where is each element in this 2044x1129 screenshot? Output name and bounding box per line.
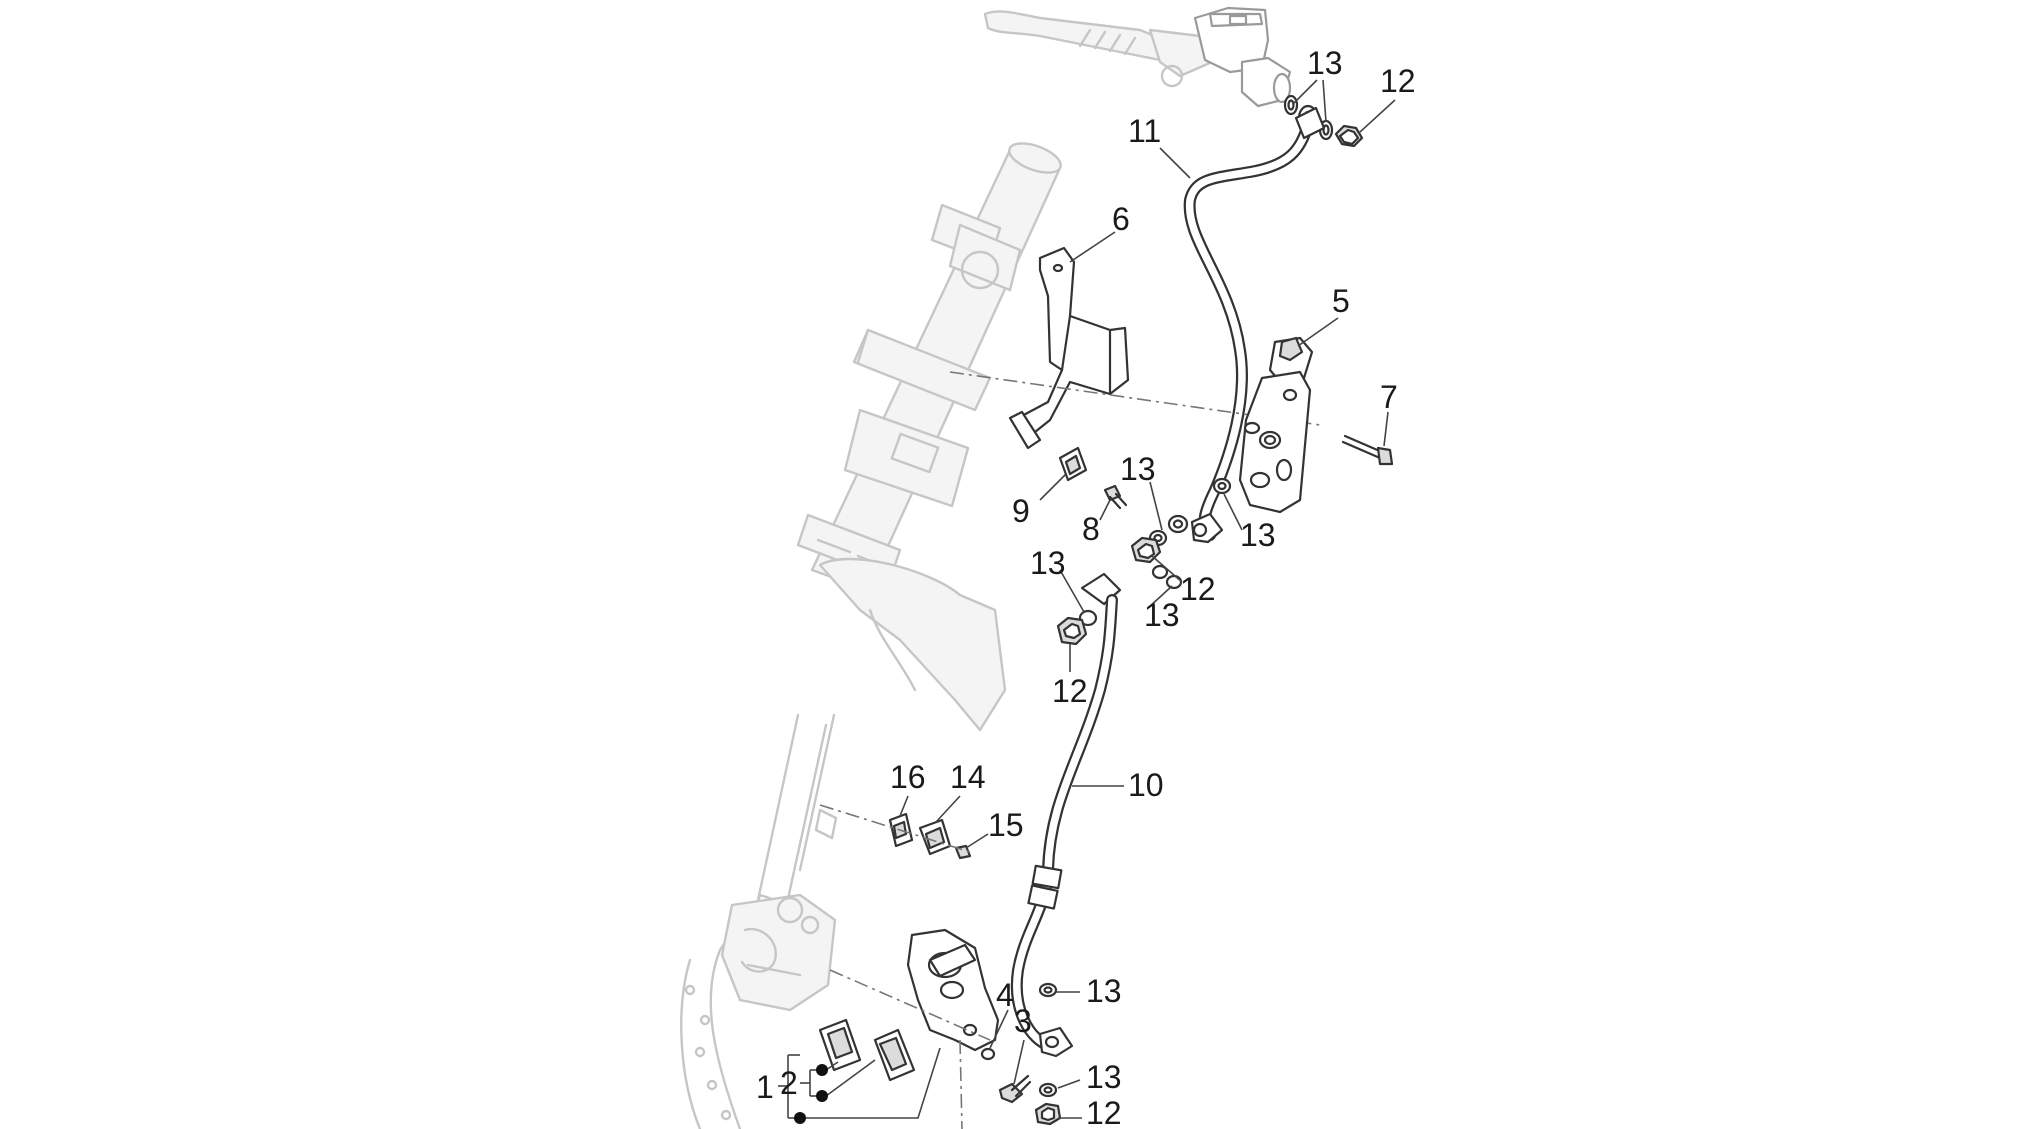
leader-lines <box>778 79 1396 1119</box>
reference-dots <box>794 1064 828 1124</box>
ghost-steering-tube <box>796 142 1062 732</box>
clip-nut <box>1058 446 1088 482</box>
lower-brake-hose <box>1010 572 1122 1052</box>
brake-caliper <box>906 928 1000 1052</box>
banjo-washer-mid-4 <box>1151 564 1169 580</box>
callout-13-right: 13 <box>1240 517 1276 553</box>
callout-12-top: 12 <box>1380 63 1416 99</box>
brake-pads <box>818 1018 916 1082</box>
callout-2: 2 <box>780 1065 798 1101</box>
callout-5: 5 <box>1332 283 1350 319</box>
callout-4: 4 <box>996 977 1014 1013</box>
front-brake-master-cylinder <box>1193 6 1292 108</box>
banjo-washer-top-1 <box>1283 94 1299 116</box>
brake-distributor <box>1238 336 1314 514</box>
callout-1: 1 <box>756 1069 774 1105</box>
banjo-washer-mid-5 <box>1165 574 1183 590</box>
callout-7: 7 <box>1380 379 1398 415</box>
callout-15: 15 <box>988 807 1024 843</box>
callout-9: 9 <box>1012 493 1030 529</box>
banjo-bolt-lower-2 <box>1034 1102 1062 1126</box>
banjo-washer-lower-2 <box>1038 982 1058 998</box>
callout-16: 16 <box>890 759 926 795</box>
callout-11: 11 <box>1128 113 1161 149</box>
distributor-screw <box>1341 434 1394 466</box>
ghost-fork-and-wheel <box>680 713 838 1129</box>
banjo-washer-mid-2 <box>1167 514 1189 534</box>
banjo-fitting-lower <box>1038 1026 1074 1058</box>
callout-12-left: 12 <box>1052 673 1088 709</box>
callout-10: 10 <box>1128 767 1164 803</box>
caliper-washer <box>980 1047 996 1061</box>
callout-6: 6 <box>1112 201 1130 237</box>
callout-13-bottom: 13 <box>1086 1059 1122 1095</box>
callout-3: 3 <box>1014 1003 1032 1039</box>
banjo-fitting-mid <box>1190 512 1224 544</box>
handlebar-lever-ghost <box>983 10 1214 88</box>
banjo-washer-lower-1 <box>1078 609 1098 627</box>
banjo-washer-lower-3 <box>1038 1082 1058 1098</box>
callout-13-mid-lower: 13 <box>1144 597 1180 633</box>
bracket-screw <box>1103 484 1128 510</box>
hose-guide <box>918 818 952 856</box>
callout-12-mid: 12 <box>1180 571 1216 607</box>
callout-13-lower-right: 13 <box>1086 973 1122 1009</box>
callout-13-top: 13 <box>1307 45 1343 81</box>
banjo-washer-mid-3 <box>1212 477 1232 495</box>
caliper-bolt <box>998 1074 1032 1104</box>
callout-13-left: 13 <box>1030 545 1066 581</box>
callout-13-mid-left: 13 <box>1120 451 1156 487</box>
callout-14: 14 <box>950 759 986 795</box>
callout-labels: 13 12 11 6 5 7 13 9 8 13 13 12 13 12 10 … <box>756 45 1416 1129</box>
banjo-bolt-lower-1 <box>1056 616 1088 646</box>
banjo-bolt-top <box>1334 124 1364 148</box>
callout-8: 8 <box>1082 511 1100 547</box>
brake-bracket <box>949 246 1321 450</box>
callout-12-bottom: 12 <box>1086 1095 1122 1129</box>
